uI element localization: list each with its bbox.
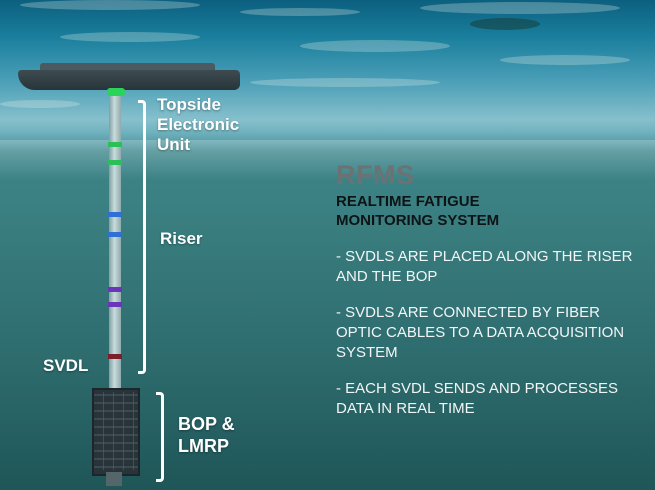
surface-reflection [470,18,540,30]
topside-unit-marker [107,88,125,96]
vessel-deck [40,63,215,73]
bop-bracket [156,392,164,482]
svdl-sensor-marker [108,232,122,237]
surface-reflection [0,100,80,108]
svdl-sensor-marker [108,212,122,217]
svdl-sensor-marker [108,287,122,292]
svdl-sensor-marker [108,354,122,359]
surface-reflection [60,32,200,42]
svdl-sensor-marker [108,142,122,147]
bullet-list: - SVDLS ARE PLACED ALONG THE RISER AND T… [336,247,651,419]
label-bop-lmrp: BOP & LMRP [178,414,235,456]
surface-reflection [250,78,440,87]
bullet-item: - EACH SVDL SENDS AND PROCESSES DATA IN … [336,380,619,417]
bullet-item: - SVDLS ARE CONNECTED BY FIBER OPTIC CAB… [336,304,625,361]
riser-pipe [109,96,121,388]
label-riser: Riser [160,229,203,248]
panel-subtitle: REALTIME FATIGUE MONITORING SYSTEM [336,193,500,229]
vessel-hull [18,70,240,90]
label-svdl: SVDL [43,356,89,375]
surface-reflection [20,0,200,10]
surface-reflection [420,2,620,14]
surface-reflection [500,55,630,65]
bullet-item: - SVDLS ARE PLACED ALONG THE RISER AND T… [336,248,633,285]
bop-base [106,472,122,486]
surface-reflection [300,40,450,52]
riser-bracket [138,100,146,374]
info-panel: RFMS REALTIME FATIGUE MONITORING SYSTEM … [336,160,651,435]
panel-title: RFMS [336,160,415,190]
surface-reflection [240,8,360,16]
bop-frame [94,392,134,470]
svdl-sensor-marker [108,160,122,165]
svdl-sensor-marker [108,302,122,307]
label-topside-unit: Topside Electronic Unit [157,95,240,154]
